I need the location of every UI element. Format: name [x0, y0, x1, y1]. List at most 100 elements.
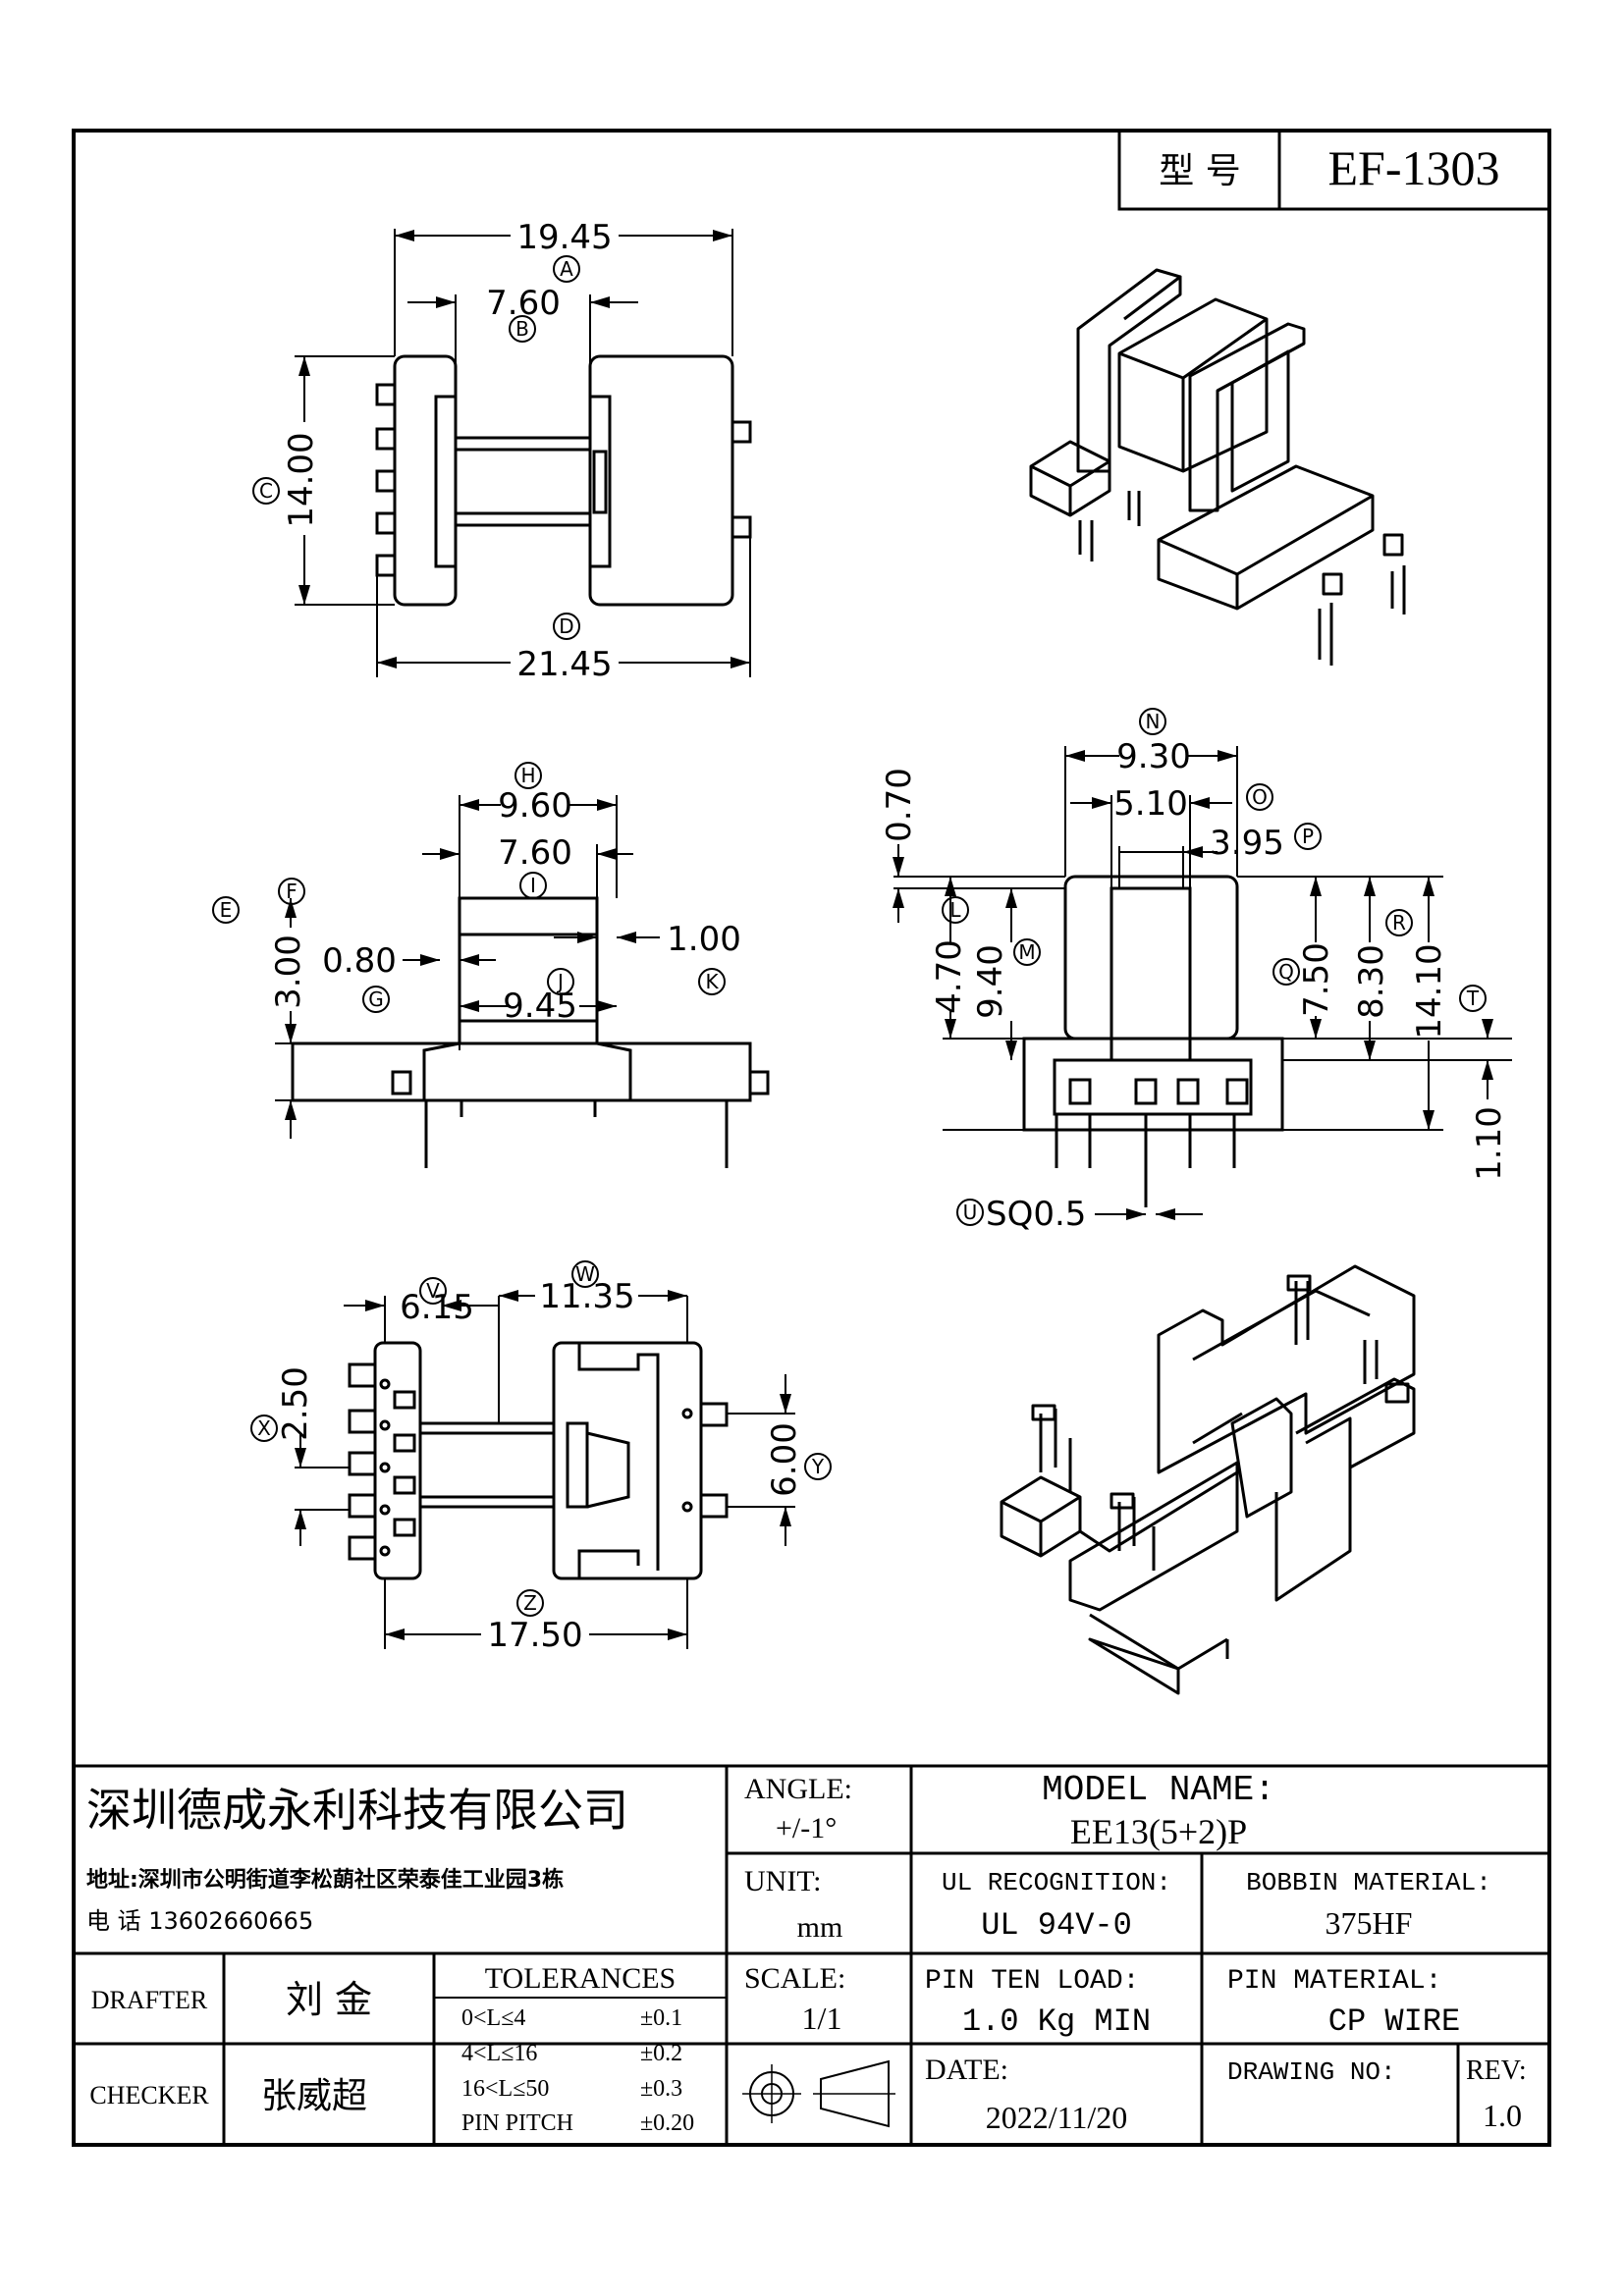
tol-range: 0<L≤4	[461, 2005, 525, 2031]
callout-D: D	[553, 613, 580, 640]
rev-label: REV:	[1466, 2056, 1527, 2086]
dim-W: 11.35	[539, 1277, 634, 1316]
dim-N: 9.30	[1116, 737, 1191, 776]
dim-F: 3.00	[269, 934, 308, 1009]
callout-H: H	[514, 762, 542, 789]
svg-text:M: M	[1018, 940, 1035, 964]
dim-110: 1.10	[1470, 1106, 1509, 1181]
front-view	[275, 795, 770, 1168]
dim-H: 9.60	[498, 786, 572, 826]
svg-text:D: D	[559, 614, 573, 638]
tol-range: PIN PITCH	[461, 2110, 573, 2136]
callout-R: R	[1385, 909, 1413, 936]
tolerances-label: TOLERANCES	[485, 1962, 676, 1995]
dim-P: 3.95	[1210, 824, 1284, 863]
dim-070: 0.70	[880, 768, 919, 842]
angle-label: ANGLE:	[744, 1773, 852, 1805]
ul-label: UL RECOGNITION:	[942, 1868, 1171, 1897]
svg-text:R: R	[1392, 911, 1406, 934]
svg-text:T: T	[1466, 987, 1480, 1010]
svg-text:Q: Q	[1278, 960, 1294, 984]
svg-text:X: X	[257, 1416, 271, 1440]
svg-text:K: K	[705, 970, 719, 993]
unit-value: mm	[797, 1911, 843, 1944]
dim-V: 6.15	[400, 1288, 474, 1327]
svg-text:L: L	[949, 898, 961, 922]
dim-R: 8.30	[1352, 944, 1391, 1019]
callout-P: P	[1294, 823, 1322, 850]
tol-value: ±0.2	[640, 2041, 682, 2066]
dim-U: SQ0.5	[986, 1195, 1086, 1234]
tol-value: ±0.20	[640, 2110, 694, 2136]
svg-text:U: U	[963, 1201, 978, 1224]
svg-text:I: I	[530, 874, 536, 897]
svg-text:N: N	[1146, 710, 1161, 733]
model-box-value: EF-1303	[1328, 140, 1500, 195]
dim-K: 1.00	[667, 920, 741, 959]
callout-V: V	[419, 1277, 447, 1305]
callout-L: L	[942, 896, 969, 924]
tolerance-rows: 0<L≤4 ±0.1 4<L≤16 ±0.2 16<L≤50 ±0.3 PIN …	[461, 2005, 694, 2136]
callout-Z: Z	[516, 1589, 544, 1617]
tol-range: 16<L≤50	[461, 2076, 549, 2102]
callout-O: O	[1246, 783, 1273, 811]
date-label: DATE:	[925, 2054, 1008, 2086]
callout-K: K	[698, 968, 726, 995]
scale-label: SCALE:	[744, 1962, 845, 1995]
callout-U: U	[956, 1199, 984, 1226]
model-name-label: MODEL NAME:	[1042, 1770, 1275, 1810]
dim-L: 4.70	[930, 939, 969, 1014]
unit-label: UNIT:	[744, 1865, 822, 1897]
pin-material-value: CP WIRE	[1328, 2003, 1460, 2040]
callout-W: W	[571, 1260, 599, 1288]
callout-B: B	[509, 315, 536, 343]
svg-text:V: V	[426, 1279, 440, 1303]
dim-Y: 6.00	[765, 1422, 804, 1497]
bobbin-label: BOBBIN MATERIAL:	[1246, 1868, 1491, 1897]
tol-value: ±0.1	[640, 2005, 682, 2031]
company-name: 深圳德成永利科技有限公司	[86, 1784, 628, 1837]
rev-value: 1.0	[1483, 2098, 1522, 2133]
callout-T: T	[1459, 985, 1487, 1012]
tol-range: 4<L≤16	[461, 2041, 537, 2066]
drawing-no-label: DRAWING NO:	[1227, 2057, 1396, 2087]
isometric-view-top	[1029, 268, 1406, 666]
model-box-label: 型 号	[1159, 151, 1240, 191]
angle-value: +/-1°	[776, 1812, 837, 1844]
svg-text:J: J	[556, 970, 564, 993]
sheet-border	[72, 129, 1551, 2147]
dim-D: 21.45	[516, 645, 612, 684]
checker-label: CHECKER	[89, 2081, 209, 2109]
model-number-box: 型 号 EF-1303	[1117, 129, 1551, 211]
dim-M: 9.40	[971, 944, 1010, 1019]
svg-text:E: E	[220, 898, 233, 922]
callout-Y: Y	[804, 1453, 832, 1480]
svg-text:H: H	[520, 764, 535, 787]
dim-A: 19.45	[516, 218, 612, 257]
bottom-view	[295, 1290, 795, 1649]
company-address: 地址:深圳市公明街道李松蓢社区荣泰佳工业园3栋	[86, 1867, 564, 1893]
dim-X: 2.50	[276, 1366, 315, 1441]
callout-M: M	[1013, 938, 1041, 966]
pin-load-value: 1.0 Kg MIN	[962, 2003, 1151, 2040]
side-view	[893, 746, 1512, 1220]
svg-text:G: G	[368, 988, 384, 1011]
callout-A: A	[553, 255, 580, 283]
svg-text:F: F	[286, 880, 298, 903]
pin-load-label: PIN TEN LOAD:	[925, 1966, 1139, 1997]
checker-value: 张威超	[261, 2076, 367, 2116]
pin-material-label: PIN MATERIAL:	[1227, 1966, 1441, 1997]
svg-text:A: A	[560, 257, 573, 281]
dim-Q: 7.50	[1297, 942, 1336, 1017]
callout-X: X	[250, 1415, 278, 1442]
svg-text:Z: Z	[523, 1591, 537, 1615]
isometric-view-bottom	[1000, 1264, 1416, 1695]
dim-J: 9.45	[503, 987, 577, 1026]
svg-text:O: O	[1252, 785, 1268, 809]
dim-G: 0.80	[322, 941, 397, 981]
dim-C: 14.00	[282, 432, 321, 527]
date-value: 2022/11/20	[986, 2100, 1128, 2135]
ul-value: UL 94V-0	[981, 1907, 1132, 1944]
svg-text:C: C	[259, 479, 273, 503]
